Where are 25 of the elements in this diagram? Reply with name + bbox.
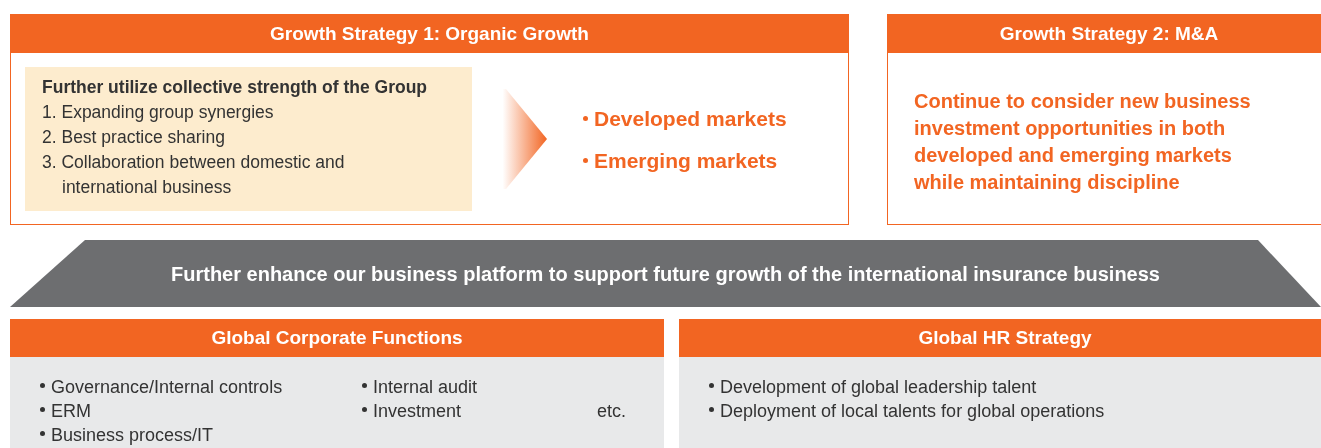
numbered-item: 3. Collaboration between domestic and international business [42, 151, 346, 199]
function-panel [679, 319, 1321, 448]
bullet-item: Deployment of local talents for global operations [709, 399, 1321, 423]
etc-note: etc. [597, 400, 626, 423]
bullet-item: Business process/IT [40, 423, 214, 447]
bullet-item: Internal audit [362, 375, 478, 399]
strategy-panel [10, 14, 849, 225]
bullet-item: Emerging markets [583, 148, 838, 174]
panel-header: Global HR Strategy [679, 319, 1321, 357]
bullet-item: Developed markets [583, 106, 838, 132]
panel-header: Global Corporate Functions [10, 319, 664, 357]
panel-header: Growth Strategy 2: M&A [888, 15, 1321, 53]
panel-text: Continue to consider new business investment opportunities in both developed and emerging markets while maintaining discipline [914, 89, 1252, 195]
box-heading: Further utilize collective strength of the Group [42, 76, 429, 99]
bullet-item: Development of global leadership talent [709, 375, 1321, 399]
strategy-panel [887, 14, 1321, 225]
bullet-item: Investment [362, 399, 462, 423]
bullet-item: ERM [40, 399, 91, 423]
platform-text: Further enhance our business platform to support future growth of the international insurance business [171, 261, 1160, 287]
highlight-box [25, 67, 472, 211]
bullet-item: Governance/Internal controls [40, 375, 283, 399]
numbered-item: 2. Best practice sharing [42, 126, 226, 149]
numbered-item: 1. Expanding group synergies [42, 101, 275, 124]
function-panel [10, 319, 664, 448]
panel-header: Growth Strategy 1: Organic Growth [11, 15, 848, 53]
